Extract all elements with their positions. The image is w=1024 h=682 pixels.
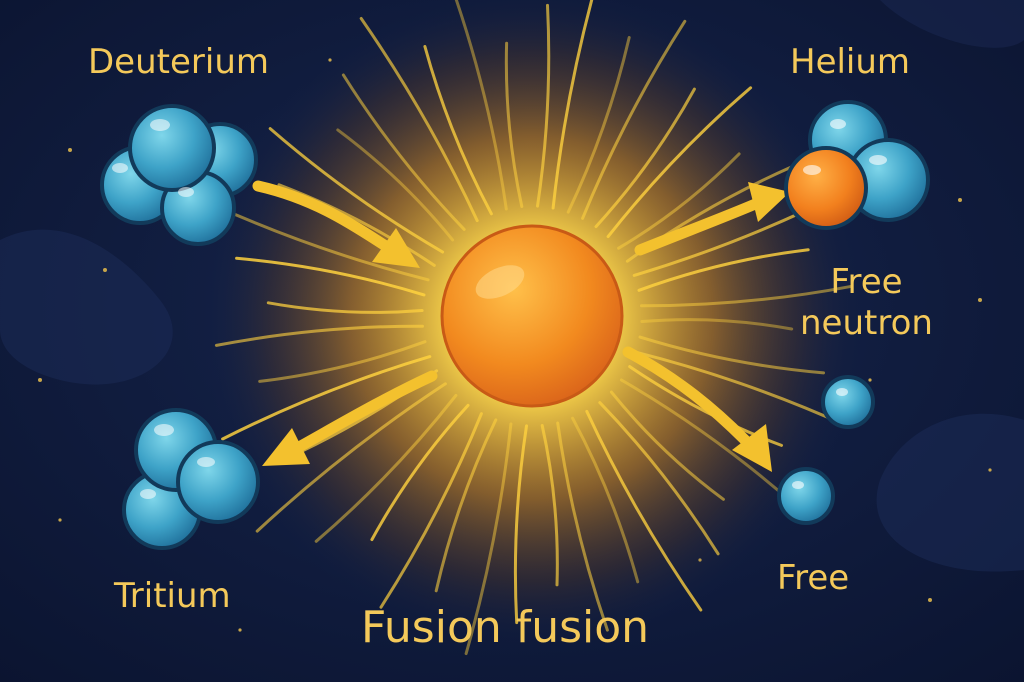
energy-rays	[211, 0, 854, 656]
energy-ray	[336, 128, 455, 242]
core-highlight	[475, 265, 525, 299]
label-free-neutron-line1: Free	[830, 262, 903, 302]
label-free-neutron-line2: neutron	[800, 302, 933, 343]
energy-ray	[609, 390, 725, 501]
nebula-left	[0, 229, 173, 385]
label-helium: Helium	[790, 42, 911, 82]
energy-ray	[464, 422, 513, 656]
stars	[38, 58, 992, 632]
energy-ray	[556, 421, 609, 632]
energy-ray	[268, 127, 445, 254]
energy-ray	[314, 393, 458, 543]
energy-ray	[617, 152, 741, 250]
label-deuterium: Deuterium	[88, 42, 269, 82]
energy-ray	[235, 256, 426, 297]
label-free-neutron: Free neutron	[800, 262, 933, 344]
energy-ray	[454, 0, 508, 211]
nebula-top-right	[880, 0, 1024, 48]
label-free: Free	[777, 558, 850, 598]
energy-ray	[619, 378, 793, 503]
energy-ray	[585, 409, 703, 612]
energy-ray	[640, 284, 854, 308]
energy-ray	[638, 335, 825, 375]
energy-ray	[598, 401, 720, 556]
arrow-tritium	[284, 370, 438, 458]
energy-ray	[640, 318, 794, 331]
energy-ray	[423, 45, 493, 216]
energy-ray	[255, 382, 447, 533]
arrowheads	[262, 182, 790, 472]
energy-ray	[341, 73, 466, 231]
arrowhead-neutron-out	[732, 424, 772, 472]
energy-ray	[434, 418, 498, 593]
arrowhead-helium-out	[748, 182, 790, 222]
arrow-neutron-out	[622, 346, 751, 446]
energy-ray	[551, 0, 594, 210]
energy-ray	[379, 412, 483, 609]
energy-ray	[540, 424, 559, 587]
energy-ray	[504, 41, 524, 208]
arrowhead-tritium	[262, 428, 310, 466]
arrows	[252, 180, 766, 458]
energy-ray	[536, 3, 551, 208]
energy-ray	[594, 87, 696, 229]
energy-ray	[581, 19, 687, 220]
label-tritium: Tritium	[114, 576, 231, 616]
arrow-helium-out	[634, 196, 766, 256]
arrow-deuterium-in	[252, 180, 398, 256]
nebula-right	[876, 413, 1024, 572]
energy-ray	[606, 86, 753, 239]
fusion-core	[440, 224, 624, 408]
energy-ray	[637, 248, 810, 292]
helium-nucleus	[784, 100, 930, 230]
energy-ray	[566, 36, 631, 214]
energy-ray	[258, 340, 427, 383]
free-neutron-particles	[777, 375, 875, 525]
energy-ray	[359, 17, 479, 223]
energy-ray	[266, 301, 424, 314]
energy-ray	[513, 424, 528, 625]
energy-ray	[211, 203, 430, 282]
arrowhead-deuterium-in	[372, 228, 420, 268]
energy-ray	[634, 350, 849, 428]
energy-ray	[370, 403, 470, 542]
energy-ray	[214, 324, 424, 347]
energy-ray	[571, 416, 640, 584]
energy-ray	[221, 355, 432, 441]
diagram-title: Fusion fusion	[361, 602, 650, 653]
